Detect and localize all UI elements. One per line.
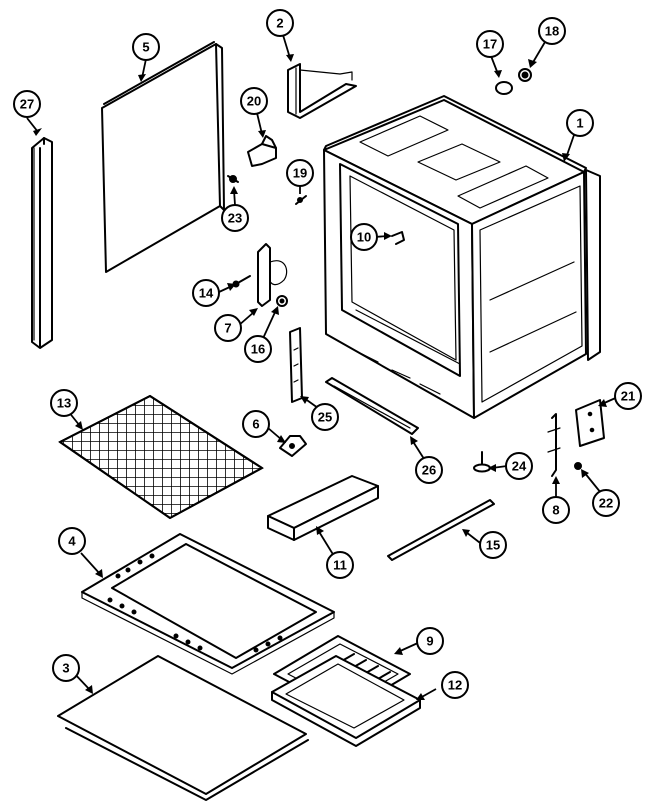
svg-text:24: 24 (512, 459, 527, 474)
svg-text:21: 21 (621, 389, 635, 404)
callout-10: 10 (350, 223, 378, 251)
callout-23: 23 (221, 204, 249, 232)
svg-text:26: 26 (422, 463, 436, 478)
svg-text:15: 15 (486, 538, 500, 553)
callout-18: 18 (538, 17, 566, 45)
callout-6: 6 (242, 410, 270, 438)
callout-20: 20 (240, 87, 268, 115)
callout-1: 1 (566, 109, 594, 137)
part-door-panel (81, 533, 335, 675)
svg-text:18: 18 (545, 24, 559, 39)
svg-text:6: 6 (252, 417, 259, 432)
callout-8: 8 (542, 496, 570, 524)
svg-text:1: 1 (576, 116, 583, 131)
part-back-panel (101, 41, 225, 273)
part-mounting-bracket (247, 135, 277, 167)
part-corner-bracket (287, 63, 357, 119)
part-knob-17 (495, 81, 513, 95)
part-screw-14 (232, 275, 251, 288)
part-bracket-8 (547, 413, 561, 477)
callout-19: 19 (286, 159, 314, 187)
svg-text:20: 20 (247, 94, 261, 109)
svg-text:27: 27 (20, 97, 34, 112)
svg-text:5: 5 (142, 40, 149, 55)
callout-4: 4 (58, 527, 86, 555)
part-side-trim (31, 137, 53, 349)
part-rod-15 (387, 499, 495, 561)
leader-lines (26, 34, 621, 700)
svg-text:4: 4 (68, 534, 76, 549)
part-screw-22 (574, 462, 582, 470)
svg-text:16: 16 (251, 342, 265, 357)
part-block-11 (267, 475, 379, 541)
callout-17: 17 (476, 30, 504, 58)
callout-15: 15 (479, 531, 507, 559)
callout-13: 13 (50, 389, 78, 417)
svg-text:14: 14 (199, 286, 214, 301)
part-cap-18 (518, 68, 532, 82)
callout-7: 7 (214, 314, 242, 342)
part-side-plate-21 (575, 399, 605, 447)
part-bracket-7 (257, 243, 288, 307)
callout-11: 11 (326, 551, 354, 579)
svg-text:25: 25 (318, 410, 332, 425)
svg-text:7: 7 (224, 321, 231, 336)
part-hinge-6 (279, 435, 307, 457)
svg-text:17: 17 (483, 37, 497, 52)
callout-25: 25 (311, 403, 339, 431)
svg-text:10: 10 (357, 230, 371, 245)
svg-text:11: 11 (333, 558, 347, 573)
svg-text:8: 8 (552, 503, 559, 518)
callout-12: 12 (441, 671, 469, 699)
callout-22: 22 (592, 489, 620, 517)
part-clip-10 (391, 231, 405, 245)
part-oven-cavity (323, 95, 601, 419)
callout-5: 5 (132, 33, 160, 61)
part-screw-23 (227, 175, 239, 183)
part-bottom-sheet (57, 655, 309, 801)
svg-text:13: 13 (57, 396, 71, 411)
callout-26: 26 (415, 456, 443, 484)
svg-text:19: 19 (293, 166, 307, 181)
part-hinge-bracket-25 (289, 327, 303, 403)
callout-9: 9 (416, 627, 444, 655)
svg-text:12: 12 (448, 678, 462, 693)
part-washer-16 (276, 295, 288, 307)
svg-text:23: 23 (228, 211, 242, 226)
callout-21: 21 (614, 382, 642, 410)
part-oven-rack (58, 394, 264, 520)
svg-text:2: 2 (276, 16, 283, 31)
callout-27: 27 (13, 90, 41, 118)
part-clip-19 (295, 195, 307, 205)
part-leveling-leg-24 (473, 451, 491, 473)
svg-text:3: 3 (62, 661, 69, 676)
callout-24: 24 (505, 452, 533, 480)
callout-3: 3 (52, 654, 80, 682)
callout-14: 14 (192, 279, 220, 307)
svg-text:9: 9 (426, 634, 433, 649)
callout-16: 16 (244, 335, 272, 363)
svg-text:22: 22 (599, 496, 613, 511)
part-rail-26 (325, 377, 419, 435)
callout-2: 2 (266, 9, 294, 37)
